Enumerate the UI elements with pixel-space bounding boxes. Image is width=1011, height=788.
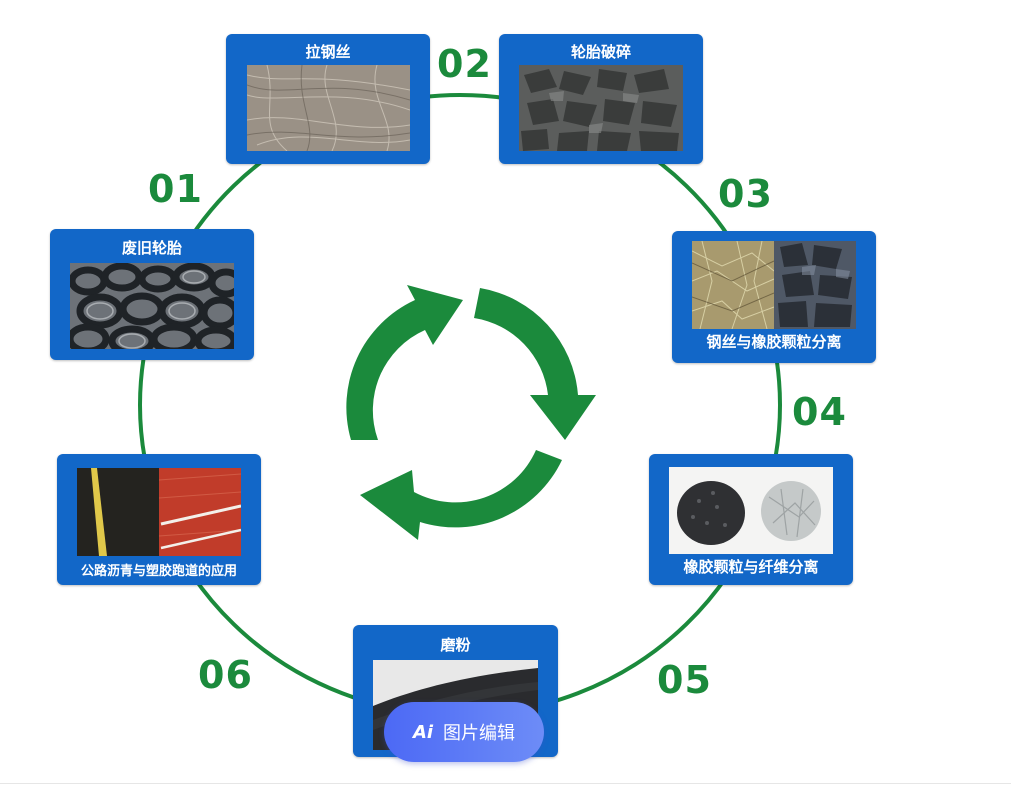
ai-image-edit-button[interactable]: Ai 图片编辑 [384, 702, 544, 762]
step-number-04: 04 [792, 390, 847, 434]
ai-image-edit-label: 图片编辑 [443, 723, 516, 744]
step-number-06: 06 [198, 653, 253, 697]
step-number-02: 02 [437, 42, 492, 86]
steel-wire-image [247, 65, 410, 151]
step-card-application: 公路沥青与塑胶跑道的应用 [57, 454, 261, 585]
step-number-01: 01 [148, 167, 203, 211]
step-number-03: 03 [718, 172, 773, 216]
step-label: 钢丝与橡胶颗粒分离 [706, 333, 842, 351]
step-card-rubber-fiber-separation: 橡胶颗粒与纤维分离 [649, 454, 853, 585]
step-card-steel-rubber-separation: 钢丝与橡胶颗粒分离 [672, 231, 876, 363]
recycle-arrows-icon [346, 285, 596, 540]
shredded-tire-image [519, 65, 683, 151]
cycle-circle [138, 93, 782, 717]
step-card-waste-tires: 废旧轮胎 [50, 229, 254, 360]
steel-and-rubber-image [692, 241, 856, 329]
step-label: 废旧轮胎 [121, 239, 182, 257]
step-label: 磨粉 [440, 636, 471, 654]
step-label: 橡胶颗粒与纤维分离 [683, 558, 819, 576]
step-card-tire-shredding: 轮胎破碎 [499, 34, 703, 164]
rubber-granules-and-fiber-image [669, 467, 833, 554]
step-card-steel-wire-pulling: 拉钢丝 [226, 34, 430, 164]
bottom-divider [0, 783, 1011, 784]
asphalt-and-track-image [77, 468, 241, 556]
step-label: 拉钢丝 [305, 43, 351, 61]
step-label: 轮胎破碎 [570, 43, 631, 61]
waste-tires-image [70, 263, 234, 349]
step-label: 公路沥青与塑胶跑道的应用 [80, 564, 237, 579]
ai-icon: Ai [412, 721, 434, 743]
step-number-05: 05 [657, 658, 712, 702]
